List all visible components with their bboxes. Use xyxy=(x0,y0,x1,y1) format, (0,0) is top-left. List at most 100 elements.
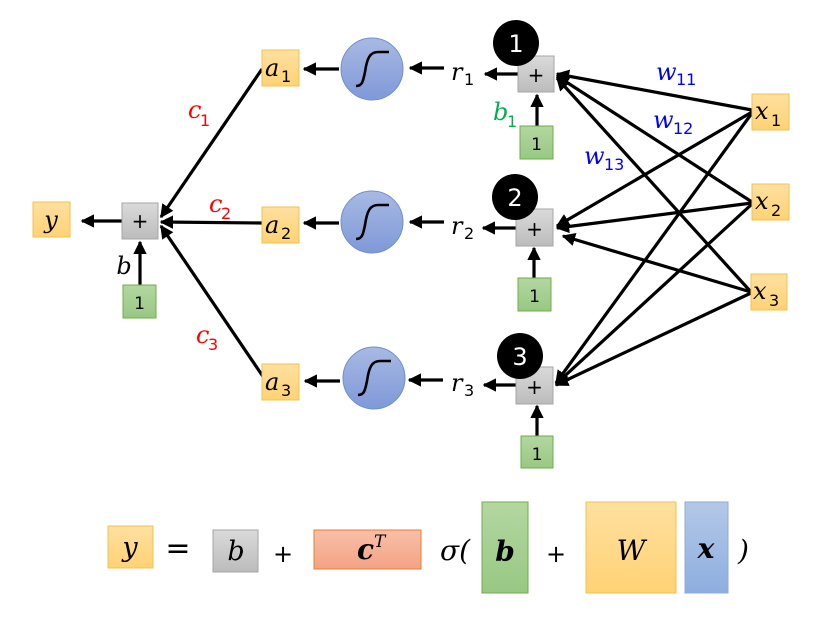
eq-x-vector: x xyxy=(697,532,715,565)
eq-W: W xyxy=(617,534,648,567)
c3-index: 3 xyxy=(208,335,218,354)
unit-chain-arrows xyxy=(302,61,544,436)
badge-circle xyxy=(492,174,538,220)
plus-symbol: + xyxy=(526,217,543,241)
x2-base: x xyxy=(755,187,769,215)
output-bias-node: 1 xyxy=(122,284,157,319)
activation-node-a2: a 2 xyxy=(261,206,300,244)
r3-index: 3 xyxy=(464,381,474,400)
a1-index: 1 xyxy=(281,67,291,86)
sigmoid-node-2 xyxy=(340,190,404,254)
a3-base: a xyxy=(265,368,279,396)
x1-index: 1 xyxy=(771,111,781,130)
eq-b-vector: b xyxy=(495,535,515,568)
eq-x-vector-box xyxy=(684,501,729,594)
eq-c: c xyxy=(357,533,374,566)
eq-equals: = xyxy=(165,531,190,566)
c1-index: 1 xyxy=(200,111,210,130)
edge-x1-sum3 xyxy=(554,112,754,385)
badge-circle xyxy=(493,20,539,66)
b1-index: 1 xyxy=(507,112,517,131)
hidden-sum-node-3: + 3 xyxy=(497,333,554,405)
badge-number: 1 xyxy=(508,30,523,58)
hidden-bias-node-2: 1 xyxy=(517,277,552,312)
output-label: y xyxy=(43,206,58,234)
weight-w11-label: w 11 xyxy=(656,58,696,89)
sigmoid-curve-icon xyxy=(355,203,389,241)
w13-base: w xyxy=(584,142,605,170)
sigmoid-node-1 xyxy=(340,37,404,101)
input-node-x3: x 3 xyxy=(750,273,788,311)
a2-base: a xyxy=(265,211,279,239)
eq-plus-1: + xyxy=(273,540,293,568)
w11-index: 11 xyxy=(676,70,696,89)
x3-base: x xyxy=(753,277,767,305)
w13-index: 13 xyxy=(604,155,624,174)
bias-input-one: 1 xyxy=(531,135,542,155)
input-edges xyxy=(554,69,754,387)
pre-activation-r1: r 1 xyxy=(451,58,474,89)
w11-base: w xyxy=(656,58,677,86)
hidden-bias-label-b1: b 1 xyxy=(493,98,517,131)
bias-input-one: 1 xyxy=(529,287,540,307)
r2-index: 2 xyxy=(464,224,474,243)
badge-number: 3 xyxy=(512,343,527,371)
badge-circle xyxy=(497,333,543,379)
w12-base: w xyxy=(653,106,674,134)
edge-a1-out xyxy=(159,68,264,219)
edge-x3-sum3 xyxy=(554,291,752,387)
weight-c3-label: c 3 xyxy=(196,321,218,354)
hidden-sum-node-1: + 1 xyxy=(493,20,555,93)
edge-a2-out xyxy=(159,215,263,229)
edge-x3-sum1 xyxy=(555,76,753,294)
pre-activation-r2: r 2 xyxy=(451,212,474,243)
badge-number: 2 xyxy=(507,184,522,212)
bias-input-one: 1 xyxy=(532,445,543,465)
a3-index: 3 xyxy=(281,381,291,400)
edge-x1-sum1 xyxy=(555,69,753,112)
eq-sigma-open: σ( xyxy=(440,534,471,567)
r1-index: 1 xyxy=(464,70,474,89)
output-bias-label: b xyxy=(116,252,131,280)
eq-y: y xyxy=(121,532,138,563)
eq-cT-box xyxy=(313,529,422,570)
plus-symbol: + xyxy=(528,63,545,87)
weight-c2-label: c 2 xyxy=(209,190,231,223)
edge-a3-out xyxy=(159,224,266,379)
x1-base: x xyxy=(755,97,769,125)
eq-transpose: T xyxy=(374,532,387,552)
edge-x2-sum2 xyxy=(555,201,753,234)
r3-base: r xyxy=(451,369,464,397)
eq-b: b xyxy=(227,536,244,567)
pre-activation-r3: r 3 xyxy=(451,369,474,400)
matrix-equation: y = b + c T σ( b + W x ) xyxy=(107,501,749,594)
input-node-x1: x 1 xyxy=(751,93,790,131)
weight-w12-label: w 12 xyxy=(653,106,693,138)
weight-c1-label: c 1 xyxy=(188,96,210,130)
eq-b-vector-box xyxy=(481,501,529,594)
hidden-bias-node-3: 1 xyxy=(520,435,554,469)
output-edges xyxy=(80,68,266,379)
c3-base: c xyxy=(196,321,209,349)
r2-base: r xyxy=(451,212,464,240)
a2-index: 2 xyxy=(281,224,291,243)
c1-base: c xyxy=(188,96,201,124)
x2-index: 2 xyxy=(771,201,781,220)
sigmoid-node-3 xyxy=(342,346,406,410)
r1-base: r xyxy=(451,58,464,86)
weight-w13-label: w 13 xyxy=(584,142,624,174)
eq-b-box xyxy=(212,529,259,573)
eq-W-box xyxy=(585,501,677,594)
bias-input-one: 1 xyxy=(134,294,145,314)
edge-x1-sum2 xyxy=(555,110,753,228)
output-sum-node: + xyxy=(121,202,159,240)
activation-node-a3: a 3 xyxy=(261,363,300,401)
edge-x2-sum1 xyxy=(555,74,753,204)
input-node-x2: x 2 xyxy=(751,183,790,221)
edge-x2-sum3 xyxy=(554,202,754,386)
c2-index: 2 xyxy=(221,204,231,223)
b1-base: b xyxy=(493,98,508,126)
plus-symbol: + xyxy=(526,375,543,399)
c2-base: c xyxy=(209,190,222,218)
